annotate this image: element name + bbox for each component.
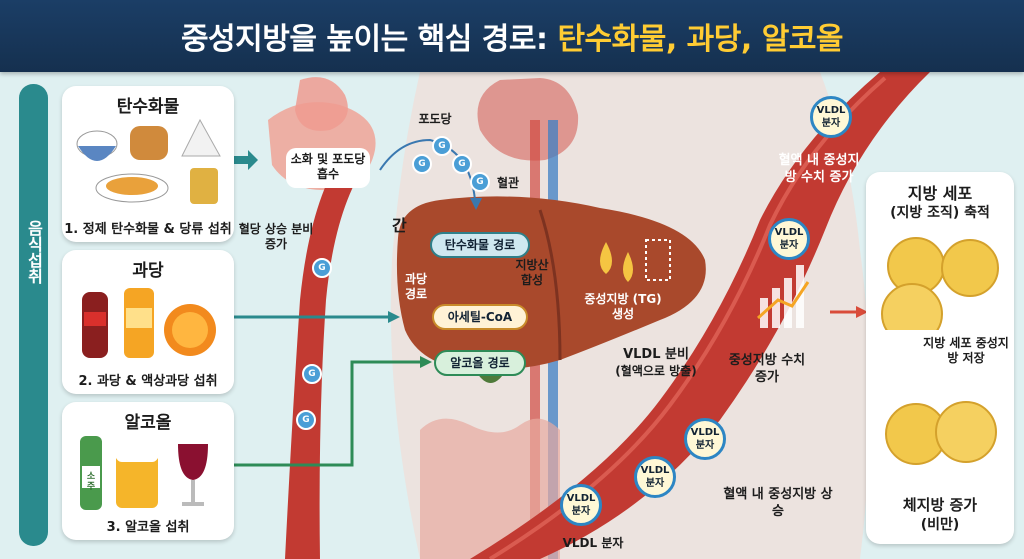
fat-droplets-icon bbox=[600, 239, 671, 282]
glucose-molecule-5: G bbox=[312, 258, 332, 278]
blood-vessel-label: 혈관 bbox=[496, 176, 520, 190]
glucose-molecule-7: G bbox=[296, 410, 316, 430]
title-banner bbox=[0, 0, 1024, 72]
vldl-particle-3: VLDL 분자 bbox=[684, 418, 726, 460]
glucose-molecule-6: G bbox=[302, 364, 322, 384]
liver-title: 간 bbox=[392, 216, 407, 235]
acetyl-pill: 아세틸-CoA bbox=[432, 304, 528, 330]
page-title: 중성지방을 높이는 핵심 경로: 탄수화물, 과당, 알코올 bbox=[0, 14, 1024, 58]
title-highlight: 탄수화물, 과당, 알코올 bbox=[557, 22, 844, 57]
vldl-particle-4: VLDL 분자 bbox=[634, 456, 676, 498]
tg-label: 중성지방 (TG) 생성 bbox=[584, 292, 662, 321]
glucose-molecule-4: G bbox=[470, 172, 490, 192]
blood-sugar-label: 혈당 상승 분비 증가 bbox=[238, 222, 314, 251]
absorb-label: 소화 및 포도당 흡수 bbox=[290, 152, 366, 181]
alcohol-panel-title: 알코올 bbox=[124, 413, 172, 433]
vldl-particle-1: VLDL 분자 bbox=[810, 96, 852, 138]
alcohol-path-pill: 알코올 경로 bbox=[434, 350, 526, 376]
vldl-particle-5: VLDL 분자 bbox=[560, 484, 602, 526]
fat-panel-title: 지방 세포 bbox=[907, 184, 973, 203]
fat-cell-panel: 지방 세포 (지방 조직) 축적 지방 세포 중성지방 저장 체지방 증가 (비… bbox=[866, 172, 1014, 544]
vldl-secretion-label: VLDL 분비 bbox=[623, 347, 689, 362]
fat-cells-illustration bbox=[881, 237, 999, 330]
absorb-box bbox=[286, 148, 370, 188]
vldl-particle-2: VLDL 분자 bbox=[768, 218, 810, 260]
soju-label: 소주 bbox=[86, 472, 96, 492]
tg-rise-bottom-label: 혈액 내 중성지방 상승 bbox=[723, 487, 833, 519]
tg-rise-top-label: 혈액 내 중성지방 수치 증가 bbox=[778, 153, 860, 185]
carb-panel-caption: 1. 정제 탄수화물 & 당류 섭취 bbox=[64, 222, 232, 237]
fructose-panel-title: 과당 bbox=[132, 261, 164, 281]
alcohol-panel-caption: 3. 알코올 섭취 bbox=[106, 520, 190, 535]
vldl-molecule-label: VLDL 분자 bbox=[562, 536, 624, 550]
fat-cells-lower-illustration bbox=[885, 401, 997, 465]
alcohol-panel: 알코올 소주 3. 알코올 섭취 bbox=[62, 402, 234, 540]
alcohol-drinks-illustration bbox=[80, 436, 208, 510]
fat-result-label: 체지방 증가 bbox=[902, 496, 978, 514]
fat-store-label: 지방 세포 중성지방 저장 bbox=[923, 336, 1009, 365]
carb-foods-illustration bbox=[76, 118, 221, 204]
glucose-molecule-3: G bbox=[452, 154, 472, 174]
glucose-molecule-1: G bbox=[412, 154, 432, 174]
carb-panel: 탄수화물 1. 정제 탄수화물 & 당류 섭취 bbox=[62, 86, 234, 242]
carb-panel-title: 탄수화물 bbox=[116, 97, 180, 117]
fat-result-sub: (비만) bbox=[920, 517, 960, 533]
glucose-molecule-2: G bbox=[432, 136, 452, 156]
vldl-secretion-sub: (혈액으로 방출) bbox=[615, 364, 697, 378]
fructose-path-label: 과당 경로 bbox=[404, 272, 428, 301]
side-label-text: 음식섭취 bbox=[24, 220, 44, 284]
fructose-drinks-illustration bbox=[82, 288, 216, 358]
fat-panel-subtitle: (지방 조직) 축적 bbox=[890, 205, 990, 221]
glucose-label: 포도당 bbox=[418, 112, 452, 126]
fructose-panel-caption: 2. 과당 & 액상과당 섭취 bbox=[78, 374, 218, 389]
tg-rise-mid-label: 중성지방 수치 증가 bbox=[728, 353, 806, 385]
fructose-panel: 과당 2. 과당 & 액상과당 섭취 bbox=[62, 250, 234, 394]
title-main: 중성지방을 높이는 핵심 경로: bbox=[180, 22, 548, 57]
carb-path-pill: 탄수화물 경로 bbox=[430, 232, 530, 258]
fatty-acid-label: 지방산 합성 bbox=[515, 258, 549, 287]
side-label-bar bbox=[19, 84, 48, 546]
